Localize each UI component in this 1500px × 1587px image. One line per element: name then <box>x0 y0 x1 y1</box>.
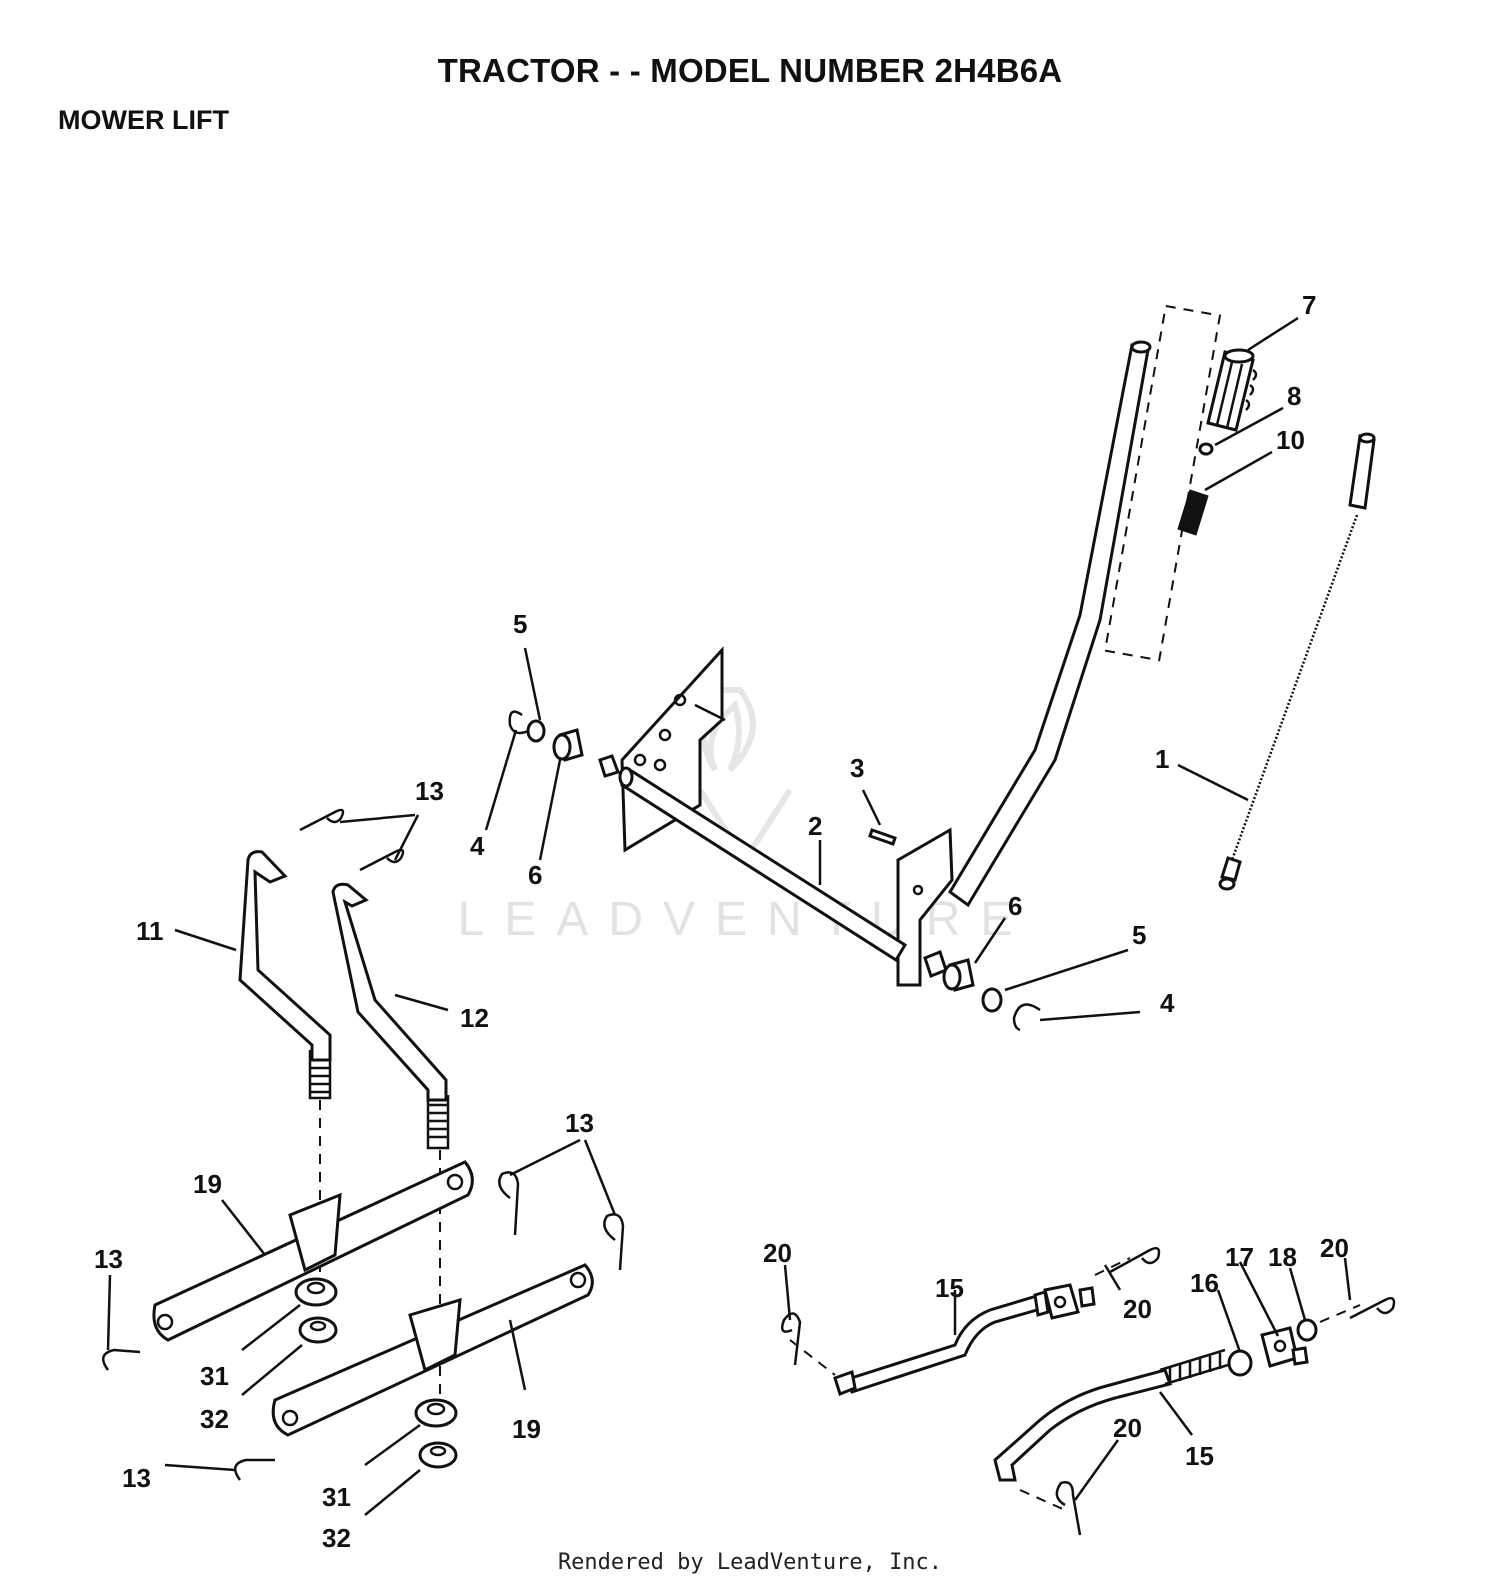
clip-13-c <box>498 1171 520 1236</box>
clip-13-e <box>101 1348 141 1371</box>
clip-20-b <box>1109 1247 1161 1274</box>
callout-18: 18 <box>1268 1242 1297 1272</box>
clip-20-d <box>1055 1481 1082 1536</box>
callout-2: 2 <box>808 811 822 841</box>
callout-13: 13 <box>122 1463 151 1493</box>
callout-10: 10 <box>1276 425 1305 455</box>
callout-16: 16 <box>1190 1268 1219 1298</box>
clip-13-a <box>299 808 345 832</box>
clip-20-c <box>1349 1297 1396 1320</box>
callout-32: 32 <box>200 1404 229 1434</box>
callout-6: 6 <box>528 860 542 890</box>
handle-grip-outline <box>1103 304 1222 662</box>
callout-4: 4 <box>470 831 485 861</box>
lift-link-12 <box>331 882 450 1150</box>
page-title: TRACTOR - - MODEL NUMBER 2H4B6A <box>437 52 1063 89</box>
dash-lower-block <box>1319 1304 1361 1323</box>
section-title: MOWER LIFT <box>58 105 229 135</box>
callout-20: 20 <box>763 1238 792 1268</box>
callout-4: 4 <box>1160 988 1175 1018</box>
callout-15: 15 <box>935 1273 964 1303</box>
callout-15: 15 <box>1185 1441 1214 1471</box>
lift-arm-19-upper <box>152 1160 474 1342</box>
callout-5: 5 <box>513 609 527 639</box>
clip-4-left <box>508 710 529 735</box>
callout-13: 13 <box>415 776 444 806</box>
adjust-block-upper <box>1033 1283 1096 1320</box>
leader-lines <box>106 316 1352 1516</box>
lift-arm-19-lower <box>271 1263 594 1437</box>
callout-13: 13 <box>94 1244 123 1274</box>
callout-17: 17 <box>1225 1242 1254 1272</box>
clip-4-right <box>1012 1003 1041 1032</box>
adjust-rod-15-upper <box>833 1293 1046 1396</box>
callout-1: 1 <box>1155 744 1169 774</box>
callout-19: 19 <box>193 1169 222 1199</box>
lift-rod <box>1218 432 1376 891</box>
handle-grip <box>1206 348 1258 432</box>
clip-13-d <box>603 1213 625 1271</box>
callouts: 7 8 10 1 5 4 6 3 2 6 5 4 13 11 12 13 19 … <box>94 290 1349 1553</box>
dash-lower-rod <box>1019 1489 1066 1511</box>
lift-shaft <box>598 754 948 978</box>
button-8 <box>1198 442 1214 456</box>
washer-5-left <box>526 719 546 743</box>
callout-6: 6 <box>1008 891 1022 921</box>
callout-20: 20 <box>1113 1413 1142 1443</box>
callout-20: 20 <box>1123 1294 1152 1324</box>
lift-link-11 <box>238 850 332 1100</box>
callout-8: 8 <box>1287 381 1301 411</box>
washer-18 <box>1296 1318 1318 1342</box>
washer-5-right <box>981 987 1003 1013</box>
lift-handle <box>896 340 1152 987</box>
footer-credit: Rendered by LeadVenture, Inc. <box>557 1550 943 1575</box>
callout-32: 32 <box>322 1523 351 1553</box>
callout-5: 5 <box>1132 920 1146 950</box>
callout-31: 31 <box>200 1361 229 1391</box>
spring-10 <box>1177 489 1209 536</box>
clip-13-f <box>233 1458 275 1481</box>
watermark: LEADVENTURE <box>458 893 1033 946</box>
callout-3: 3 <box>850 753 864 783</box>
callout-31: 31 <box>322 1482 351 1512</box>
callout-11: 11 <box>136 916 164 946</box>
nut-16 <box>1227 1349 1253 1377</box>
dash-upper-block <box>1094 1257 1131 1276</box>
roll-pin-3 <box>868 828 897 846</box>
clip-13-b <box>359 848 405 872</box>
callout-7: 7 <box>1302 290 1316 320</box>
ferrule-17 <box>1260 1326 1309 1368</box>
callout-20: 20 <box>1320 1233 1349 1263</box>
callout-13: 13 <box>565 1108 594 1138</box>
adjust-rod-15-lower <box>993 1348 1229 1482</box>
clip-20-a <box>781 1312 802 1366</box>
callout-12: 12 <box>460 1003 489 1033</box>
callout-19: 19 <box>512 1414 541 1444</box>
